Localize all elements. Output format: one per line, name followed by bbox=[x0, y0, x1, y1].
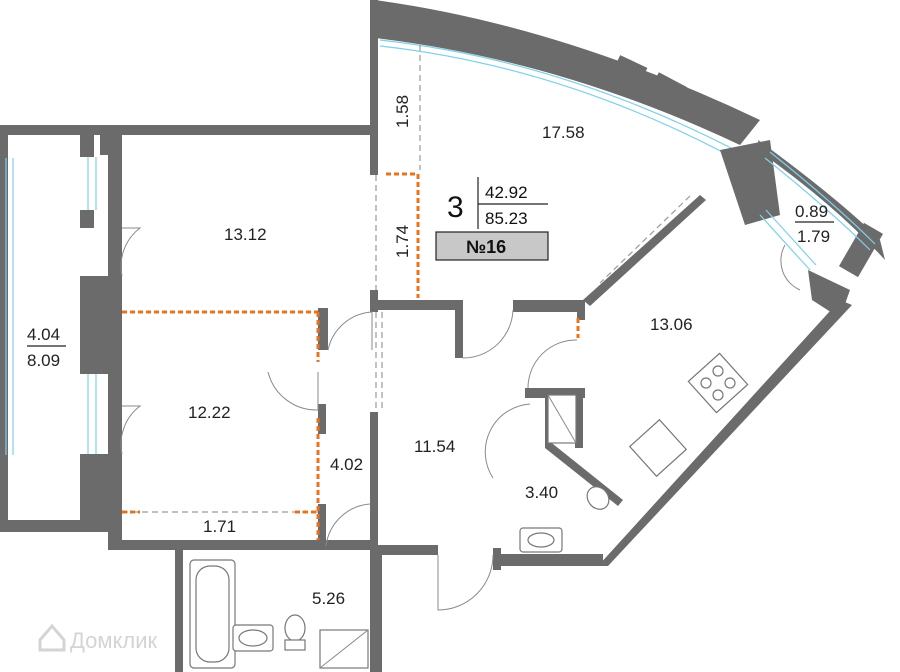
area-kitchen: 13.06 bbox=[650, 315, 693, 334]
area-living-big: 17.58 bbox=[542, 123, 585, 142]
area-bathroom: 5.26 bbox=[312, 589, 345, 608]
kitchen-sink-icon bbox=[628, 418, 688, 478]
area-bath-small: 3.40 bbox=[525, 483, 558, 502]
area-bedroom-mid: 12.22 bbox=[188, 403, 231, 422]
walls bbox=[108, 0, 885, 672]
wardrobe-hatching bbox=[122, 172, 580, 540]
area-corridor: 4.02 bbox=[330, 455, 363, 474]
area-bedroom-left: 13.12 bbox=[224, 225, 267, 244]
dashed-lines bbox=[122, 45, 691, 513]
watermark: Домклик bbox=[38, 623, 158, 653]
area-balcony-left-bottom: 8.09 bbox=[27, 351, 60, 370]
area-balcony-right-bottom: 1.79 bbox=[797, 227, 830, 246]
living-area-total: 42.92 bbox=[485, 183, 528, 202]
area-niche-mid: 1.74 bbox=[393, 225, 412, 258]
area-hall: 11.54 bbox=[414, 437, 455, 456]
house-logo-icon bbox=[38, 623, 66, 652]
area-niche-top: 1.58 bbox=[393, 95, 412, 128]
area-wardrobe: 1.71 bbox=[203, 517, 236, 536]
room-count: 3 bbox=[447, 191, 464, 224]
area-labels: 17.58 13.12 12.22 13.06 11.54 3.40 5.26 … bbox=[27, 95, 834, 608]
doors bbox=[120, 227, 801, 611]
toilet-icon bbox=[586, 486, 610, 510]
apartment-label: 3 42.92 85.23 №16 bbox=[435, 177, 549, 261]
apartment-number-tag bbox=[435, 231, 549, 261]
fixtures bbox=[189, 352, 749, 669]
watermark-text: Домклик bbox=[70, 628, 158, 653]
area-balcony-left-top: 4.04 bbox=[27, 325, 60, 344]
area-balcony-right-top: 0.89 bbox=[795, 202, 828, 221]
stove-icon bbox=[687, 352, 749, 414]
apartment-number: №16 bbox=[466, 237, 506, 257]
total-area: 85.23 bbox=[485, 209, 528, 228]
toilet-icon bbox=[284, 614, 306, 642]
